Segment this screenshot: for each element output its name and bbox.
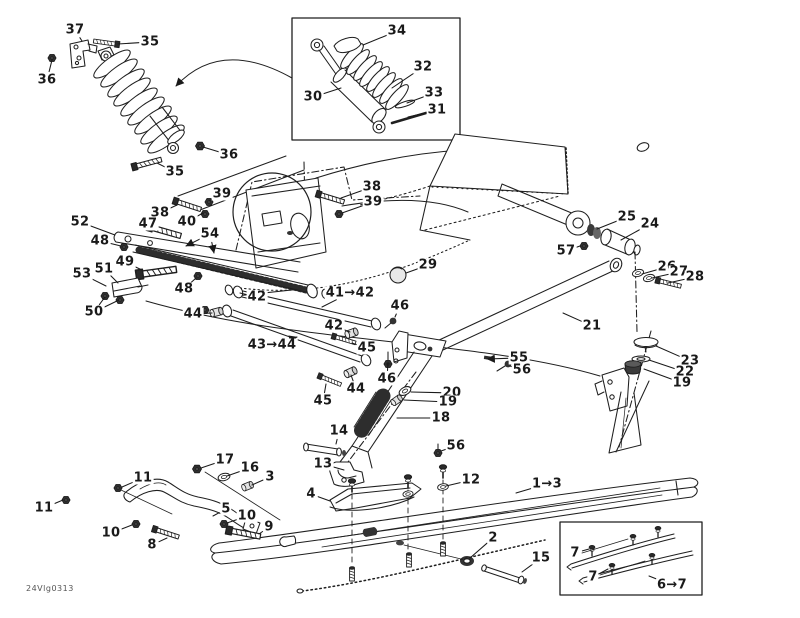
- runner-upper: [566, 525, 676, 571]
- nut-48-upper: [119, 242, 129, 252]
- washer-26: [631, 267, 645, 279]
- bushing-44-right: [342, 365, 359, 379]
- pin-15: [481, 564, 527, 585]
- detail-callout-circle: [232, 172, 312, 252]
- steering-shaft-24: [600, 228, 641, 256]
- rack-teeth: [135, 246, 310, 294]
- stud-bottom-3: [440, 541, 446, 557]
- nut-11-a: [113, 483, 123, 493]
- nut-44-left: [200, 305, 210, 315]
- inset-runner-detail: [559, 521, 703, 596]
- inset-leader-curve: [175, 59, 293, 87]
- nut-36-right: [194, 141, 206, 151]
- stud-bottom-2: [406, 552, 412, 568]
- stud-top-3: [438, 463, 448, 479]
- bushing-3: [240, 480, 255, 493]
- nut-50-a: [100, 291, 110, 301]
- bolt-46-lower: [383, 351, 393, 369]
- handle-5: [123, 478, 251, 530]
- swing-arm-21: [436, 257, 623, 351]
- nut-57: [579, 241, 589, 251]
- wear-rod: [301, 539, 546, 592]
- shock-bracket-37: [69, 39, 98, 69]
- figure-code: 24Vlg0313: [26, 584, 74, 593]
- bolt-45-lower: [316, 372, 343, 388]
- shock-spring-32: [340, 43, 409, 110]
- bushing-44-left: [208, 306, 225, 318]
- spring-18: [353, 388, 391, 439]
- stud-bottom-1: [349, 566, 355, 582]
- ski-outline: [210, 477, 699, 565]
- ski-leg-left: [303, 330, 447, 487]
- tie-rods: [200, 284, 397, 388]
- shock-rod-31: [390, 111, 428, 125]
- grommet-2: [460, 556, 474, 566]
- nut-50-b: [115, 295, 125, 305]
- washer-16: [216, 471, 232, 483]
- bolt-49: [134, 263, 178, 281]
- inset-shock-detail: [291, 17, 461, 141]
- front-shock-assembly: [47, 37, 293, 172]
- steering-block-51-53: [111, 277, 149, 298]
- inset-runner-frame: [559, 521, 703, 596]
- spindle-column-right: [608, 391, 642, 454]
- bushing-42-right: [343, 326, 360, 340]
- shock-absorber-30: [310, 38, 387, 134]
- linkage-sweep-curve: [145, 300, 601, 377]
- nut-17: [191, 464, 203, 474]
- bolt-56-upper: [496, 360, 512, 372]
- nut-39-center: [334, 209, 344, 219]
- bolt-56-lower: [433, 443, 443, 458]
- ski-leg-right: [594, 330, 659, 454]
- frame-right-panel: [359, 133, 683, 333]
- steering-rack-assembly: [100, 196, 601, 377]
- washer-12: [436, 482, 450, 492]
- steering-arm: [497, 183, 591, 236]
- coil-spring-shock: [93, 46, 185, 155]
- ski: [210, 355, 699, 594]
- handle-pin-14: [303, 442, 346, 457]
- ski-slot: [279, 535, 297, 548]
- cap-23: [633, 336, 659, 353]
- ball-joint-29: [389, 266, 407, 284]
- bracket-13: [329, 461, 365, 487]
- ski-handle-assembly: [61, 464, 281, 542]
- bracket-46: [391, 330, 409, 363]
- bolt-46-upper: [384, 317, 397, 329]
- spring-cap-34: [333, 36, 362, 54]
- nut-10-b: [131, 519, 141, 529]
- bulkhead-frame: [177, 149, 471, 297]
- washer-22: [631, 355, 651, 363]
- leader-lines: [48, 34, 685, 581]
- tunnel-curve-bottom: [341, 199, 469, 213]
- spindle-bracket-right: [594, 367, 630, 412]
- bolt-8: [150, 524, 181, 541]
